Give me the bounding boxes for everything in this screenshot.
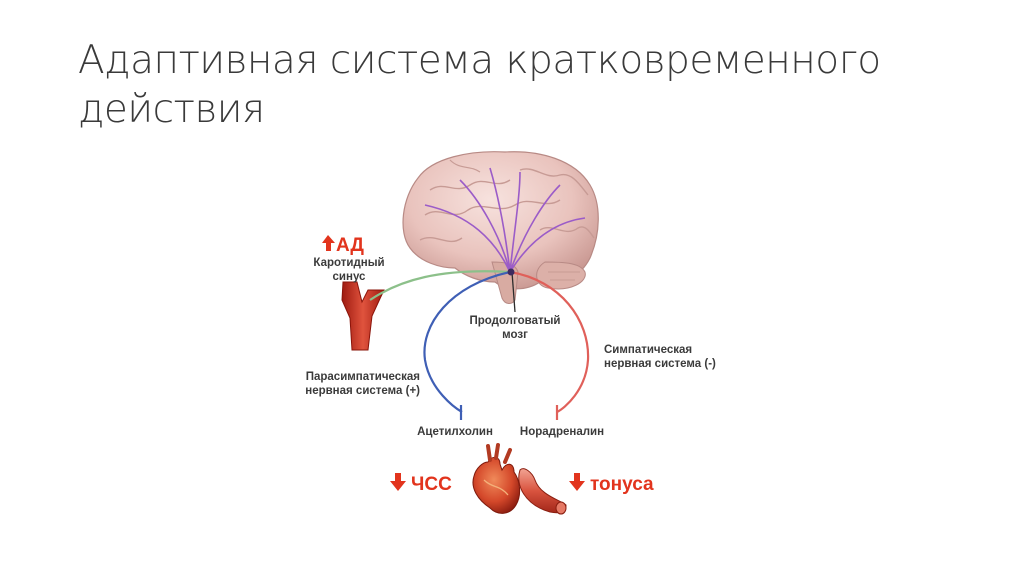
arrow-up-icon (322, 235, 335, 251)
medulla-label-line1: Продолговатый (469, 315, 560, 327)
medulla-label-line2: мозг (502, 329, 528, 341)
medulla-pointer (511, 271, 516, 313)
sympathetic-pathway (509, 270, 590, 413)
parasympathetic-pathway (423, 270, 511, 413)
parasympathetic-label-line2: нервная система (+) (305, 385, 420, 397)
parasympathetic-label-line1: Парасимпатическая (306, 371, 420, 383)
vascular-tone-label: тонуса (590, 474, 654, 495)
sympathetic-label-line1: Симпатическая (604, 344, 692, 356)
acetylcholine-label: Ацетилхолин (417, 426, 493, 438)
arrow-down-icon (569, 473, 585, 491)
brain-icon (402, 151, 599, 304)
heart-icon (472, 443, 521, 514)
noradrenaline-label: Норадреналин (520, 426, 604, 438)
medulla-node (507, 268, 515, 276)
arrow-down-icon (390, 473, 406, 491)
bp-label: АД (336, 235, 364, 256)
heart-rate-label: ЧСС (411, 474, 452, 495)
carotid-artery-icon (341, 281, 385, 351)
carotid-label-line1: Каротидный (313, 257, 384, 269)
sympathetic-label-line2: нервная система (-) (604, 358, 716, 370)
afferent-pathway (369, 270, 511, 301)
page-title: Адаптивная система кратковременного дейс… (78, 38, 881, 132)
blood-vessel-icon (518, 468, 567, 515)
carotid-label-line2: синус (333, 271, 367, 283)
